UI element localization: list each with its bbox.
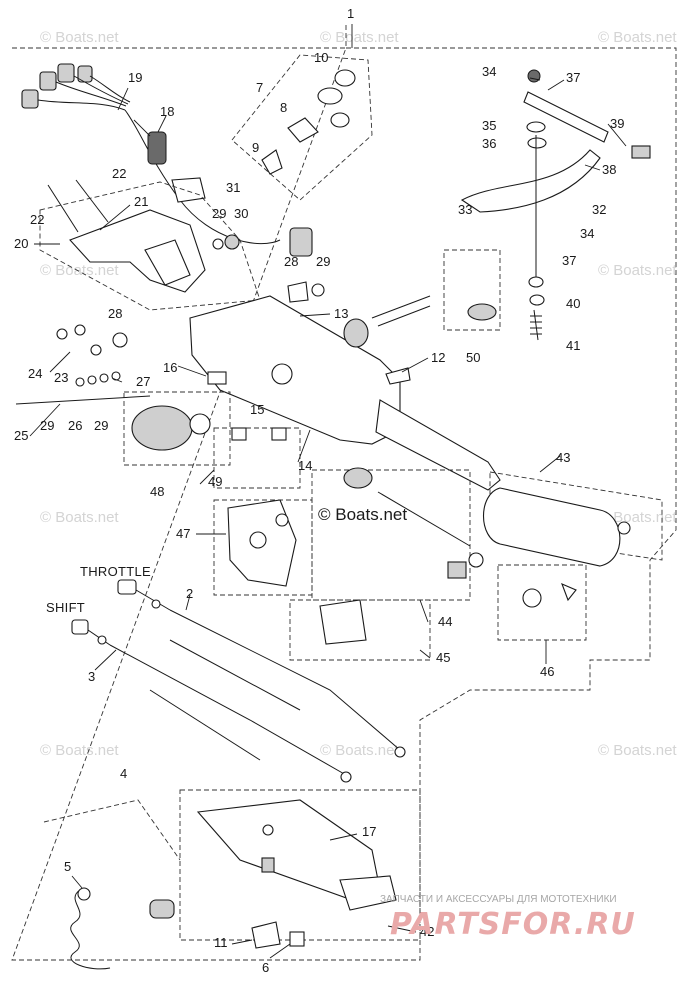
throttle-label: THROTTLE: [80, 564, 151, 579]
callout-numbers: 1 2 3 4 5 6 7 8 9 10 11 12 13 14 15 16 1…: [14, 6, 624, 975]
watermark: © Boats.net: [598, 509, 677, 526]
callout-number: 39: [610, 116, 624, 131]
callout-number: 50: [466, 350, 480, 365]
lower-bracket-17: [43, 789, 421, 970]
callout-number: 49: [208, 474, 222, 489]
shop-banner: ЗАПЧАСТИ И АКСЕССУАРЫ ДЛЯ МОТОТЕХНИКИ PA…: [380, 894, 636, 942]
callout-number: 4: [120, 766, 127, 781]
callout-number: 2: [186, 586, 193, 601]
callout-number: 34: [482, 64, 496, 79]
watermark: © Boats.net: [40, 509, 119, 526]
callout-number: 44: [438, 614, 452, 629]
watermark: © Boats.net: [40, 262, 119, 279]
shift-linkage: [289, 467, 587, 661]
callout-number: 12: [431, 350, 445, 365]
group-7: [231, 54, 373, 303]
callout-number: 30: [234, 206, 248, 221]
cable-labels: THROTTLE SHIFT: [46, 564, 151, 615]
callout-number: 37: [566, 70, 580, 85]
watermarks: © Boats.net © Boats.net © Boats.net © Bo…: [40, 29, 677, 759]
callout-number: 33: [458, 202, 472, 217]
callout-number: 29: [40, 418, 54, 433]
callout-number: 14: [298, 458, 312, 473]
callout-number: 13: [334, 306, 348, 321]
callout-number: 45: [436, 650, 450, 665]
callout-number: 35: [482, 118, 496, 133]
callout-number: 24: [28, 366, 42, 381]
callout-number: 1: [347, 6, 354, 21]
callout-number: 36: [482, 136, 496, 151]
callout-number: 3: [88, 669, 95, 684]
center-watermark: © Boats.net: [318, 505, 407, 524]
callout-number: 48: [150, 484, 164, 499]
watermark: © Boats.net: [320, 29, 399, 46]
callout-number: 17: [362, 824, 376, 839]
callout-number: 42: [420, 924, 434, 939]
callout-number: 26: [68, 418, 82, 433]
callout-number: 47: [176, 526, 190, 541]
shop-banner-text: ЗАПЧАСТИ И АКСЕССУАРЫ ДЛЯ МОТОТЕХНИКИ: [380, 894, 617, 905]
grommet: [147, 115, 167, 165]
callout-number: 22: [112, 166, 126, 181]
callout-number: 38: [602, 162, 616, 177]
callout-number: 34: [580, 226, 594, 241]
callout-number: 7: [256, 80, 263, 95]
callout-number: 10: [314, 50, 328, 65]
callout-number: 19: [128, 70, 142, 85]
callout-number: 29: [316, 254, 330, 269]
callout-number: 16: [163, 360, 177, 375]
callout-number: 41: [566, 338, 580, 353]
callout-number: 29: [94, 418, 108, 433]
callout-number: 9: [252, 140, 259, 155]
callout-number: 40: [566, 296, 580, 311]
callout-number: 25: [14, 428, 28, 443]
watermark: © Boats.net: [598, 742, 677, 759]
leader-lines: [29, 77, 627, 959]
callout-number: 22: [30, 212, 44, 227]
bracket-assembly: [34, 177, 261, 311]
callout-number: 15: [250, 402, 264, 417]
callout-number: 27: [136, 374, 150, 389]
watermark: © Boats.net: [40, 742, 119, 759]
lever-bracket-48: [213, 499, 313, 596]
callout-number: 46: [540, 664, 554, 679]
cables: [71, 579, 406, 783]
callout-number: 43: [556, 450, 570, 465]
callout-number: 5: [64, 859, 71, 874]
shop-logo: PARTSFOR.RU: [390, 907, 636, 942]
knob-group: [15, 324, 301, 489]
shift-label: SHIFT: [46, 600, 85, 615]
watermark: © Boats.net: [598, 262, 677, 279]
callout-number: 31: [226, 180, 240, 195]
assembly-outline: [11, 24, 677, 961]
callout-number: 32: [592, 202, 606, 217]
callout-number: 6: [262, 960, 269, 975]
watermark: © Boats.net: [40, 29, 119, 46]
watermark: © Boats.net: [598, 29, 677, 46]
callout-number: 29: [212, 206, 226, 221]
tiller-handle: [189, 295, 501, 491]
callout-number: 28: [284, 254, 298, 269]
callout-number: 23: [54, 370, 68, 385]
grip-44: [482, 471, 663, 567]
callout-number: 37: [562, 253, 576, 268]
callout-number: 28: [108, 306, 122, 321]
friction-plate: [443, 69, 651, 341]
callout-number: 20: [14, 236, 28, 251]
callout-number: 11: [214, 935, 228, 950]
callout-number: 21: [134, 194, 148, 209]
callout-number: 8: [280, 100, 287, 115]
callout-number: 18: [160, 104, 174, 119]
watermark: © Boats.net: [320, 742, 399, 759]
